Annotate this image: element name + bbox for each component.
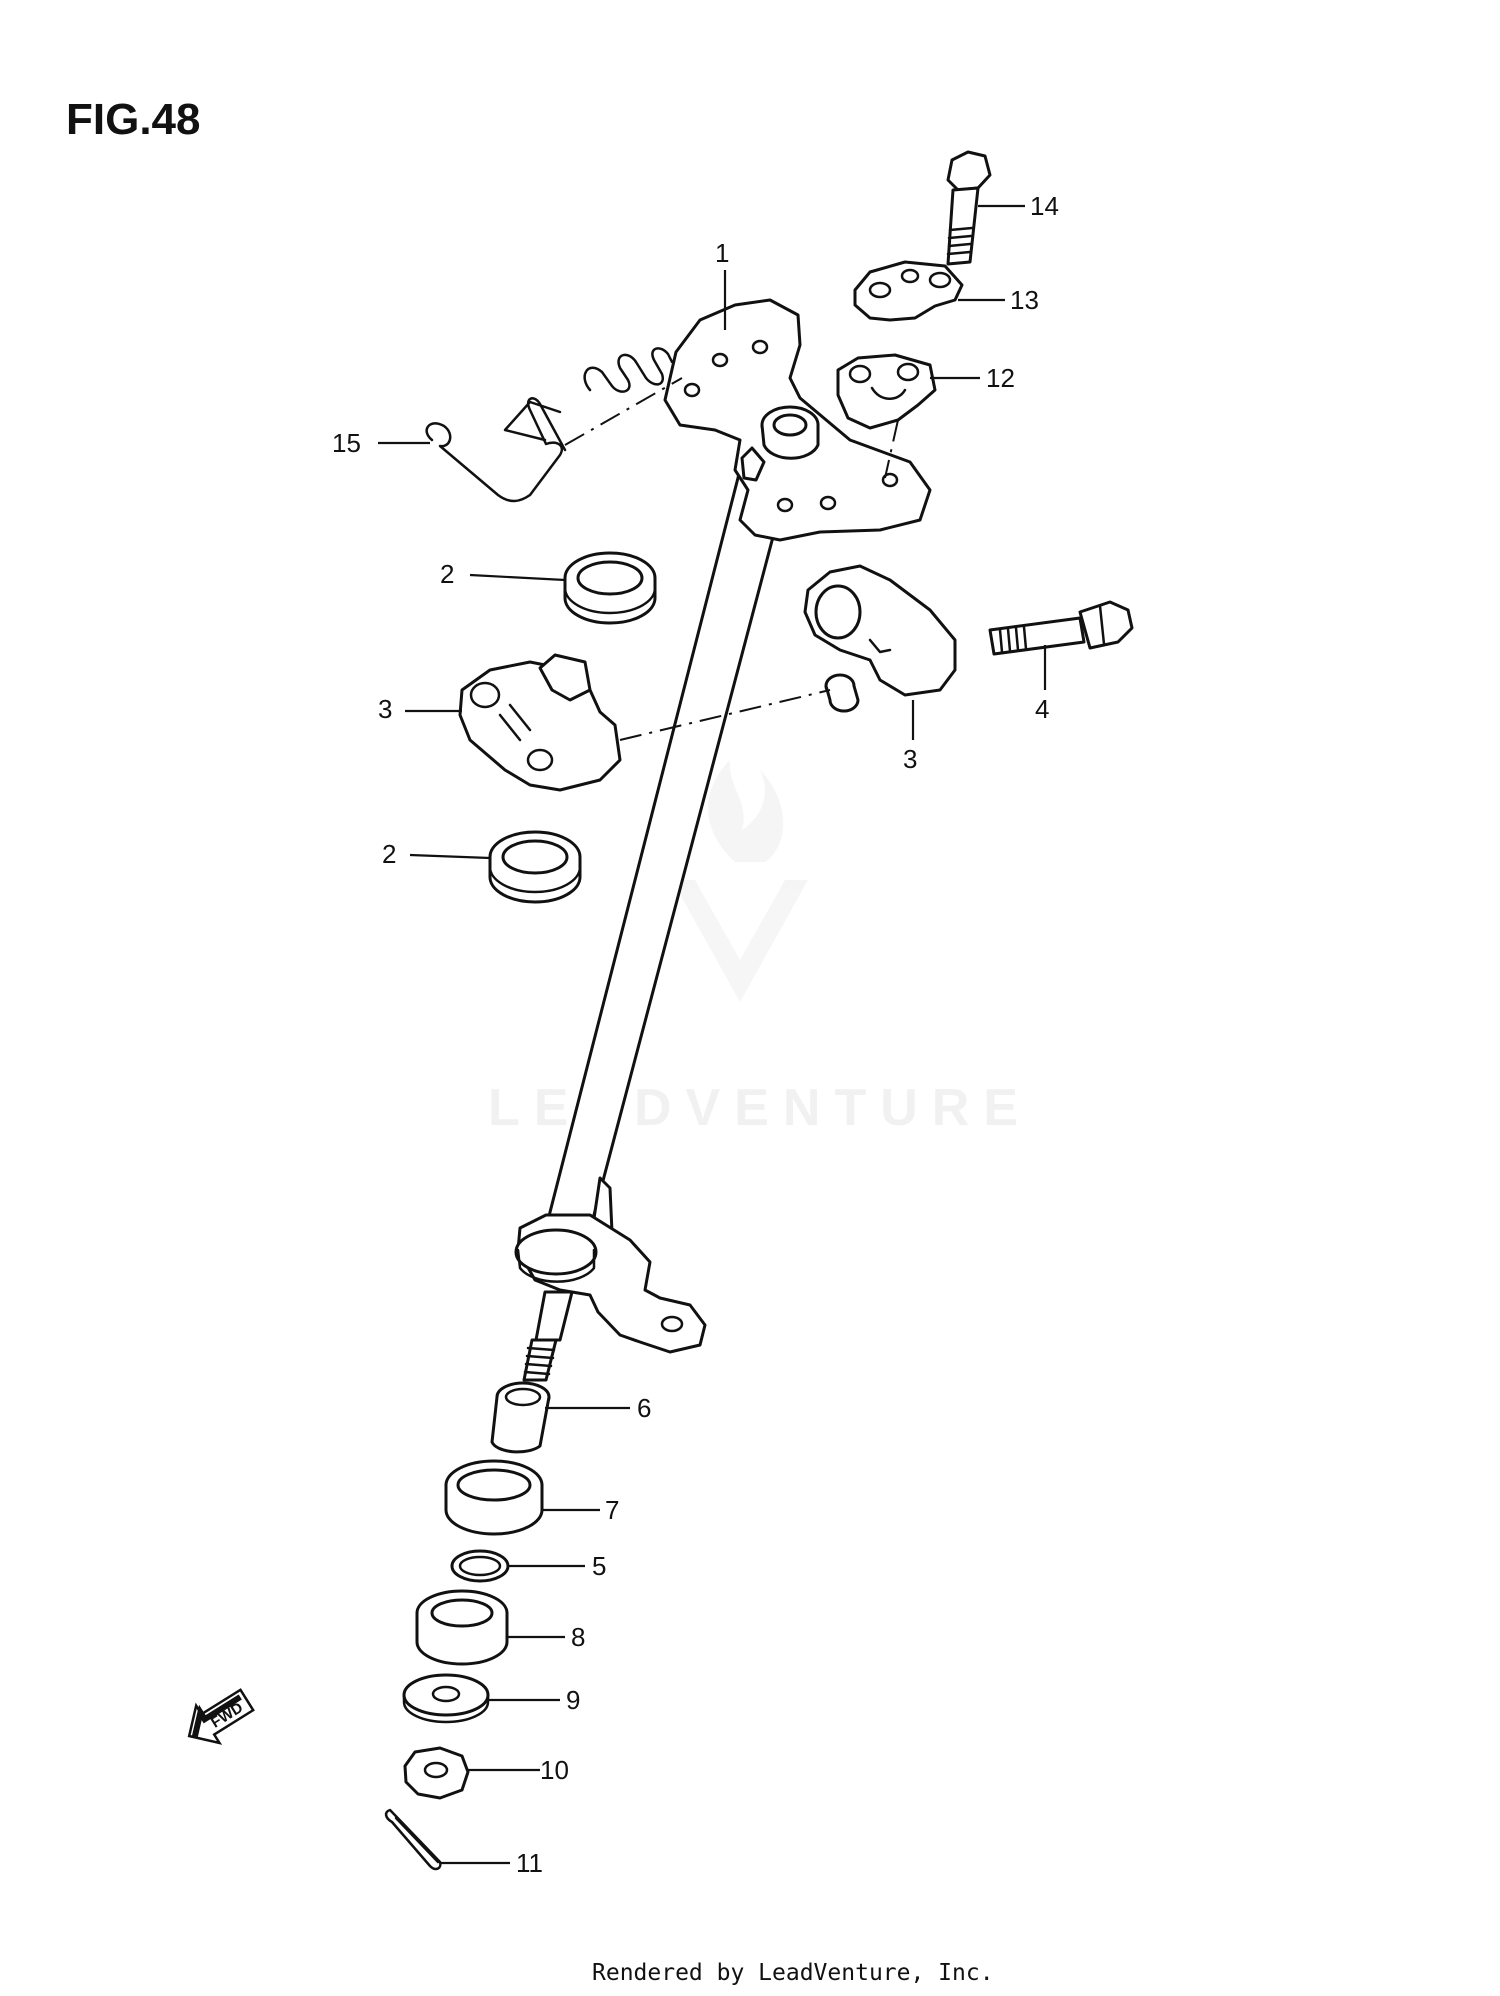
part-10-nut[interactable] — [403, 1746, 470, 1800]
callout-7: 7 — [605, 1495, 619, 1525]
part-13-holder-upper[interactable] — [853, 260, 964, 322]
callout-10: 10 — [540, 1755, 569, 1785]
callout-13: 13 — [1010, 285, 1039, 315]
part-3-right-holder[interactable] — [803, 564, 957, 713]
part-4-bolt[interactable] — [988, 600, 1134, 656]
part-9-washer[interactable] — [402, 1673, 490, 1724]
render-credit: Rendered by LeadVenture, Inc. — [592, 1960, 994, 1986]
part-5-o-ring[interactable] — [450, 1549, 510, 1583]
part-12-holder-lower[interactable] — [836, 353, 937, 430]
part-7-seal[interactable] — [444, 1459, 544, 1536]
part-6-bushing[interactable] — [490, 1381, 551, 1454]
callout-1: 1 — [715, 238, 729, 268]
callout-14: 14 — [1030, 191, 1059, 221]
callout-2-upper: 2 — [440, 559, 454, 589]
callout-11: 11 — [516, 1848, 543, 1878]
assembly-line-bolt — [619, 689, 831, 741]
callout-2-lower: 2 — [382, 839, 396, 869]
watermark-logo: LEADVENTURE — [488, 760, 1032, 1137]
figure-title: FIG.48 — [66, 95, 201, 144]
part-14-bolt[interactable] — [946, 150, 992, 266]
assembly-line-clip — [564, 377, 683, 446]
assembly-line-holder — [884, 419, 899, 479]
part-3-left-holder[interactable] — [458, 653, 622, 792]
fwd-arrow-icon: FWD — [187, 1688, 255, 1745]
callout-4: 4 — [1035, 694, 1049, 724]
part-1-steering-shaft[interactable] — [514, 298, 932, 1382]
callout-12: 12 — [986, 363, 1015, 393]
callout-5: 5 — [592, 1551, 606, 1581]
callout-6: 6 — [637, 1393, 651, 1423]
leader-lines — [378, 204, 1047, 1865]
callout-15: 15 — [332, 428, 361, 458]
callout-9: 9 — [566, 1685, 580, 1715]
part-8-bearing[interactable] — [415, 1589, 509, 1666]
watermark-text: LEADVENTURE — [488, 1079, 1032, 1137]
part-2-upper-bushing[interactable] — [563, 551, 657, 625]
part-2-lower-bushing[interactable] — [488, 830, 582, 904]
part-11-cotter-pin[interactable] — [384, 1808, 442, 1871]
callout-8: 8 — [571, 1622, 585, 1652]
part-15-clip[interactable] — [425, 347, 674, 503]
callout-3-right: 3 — [903, 744, 917, 774]
callout-3-left: 3 — [378, 694, 392, 724]
